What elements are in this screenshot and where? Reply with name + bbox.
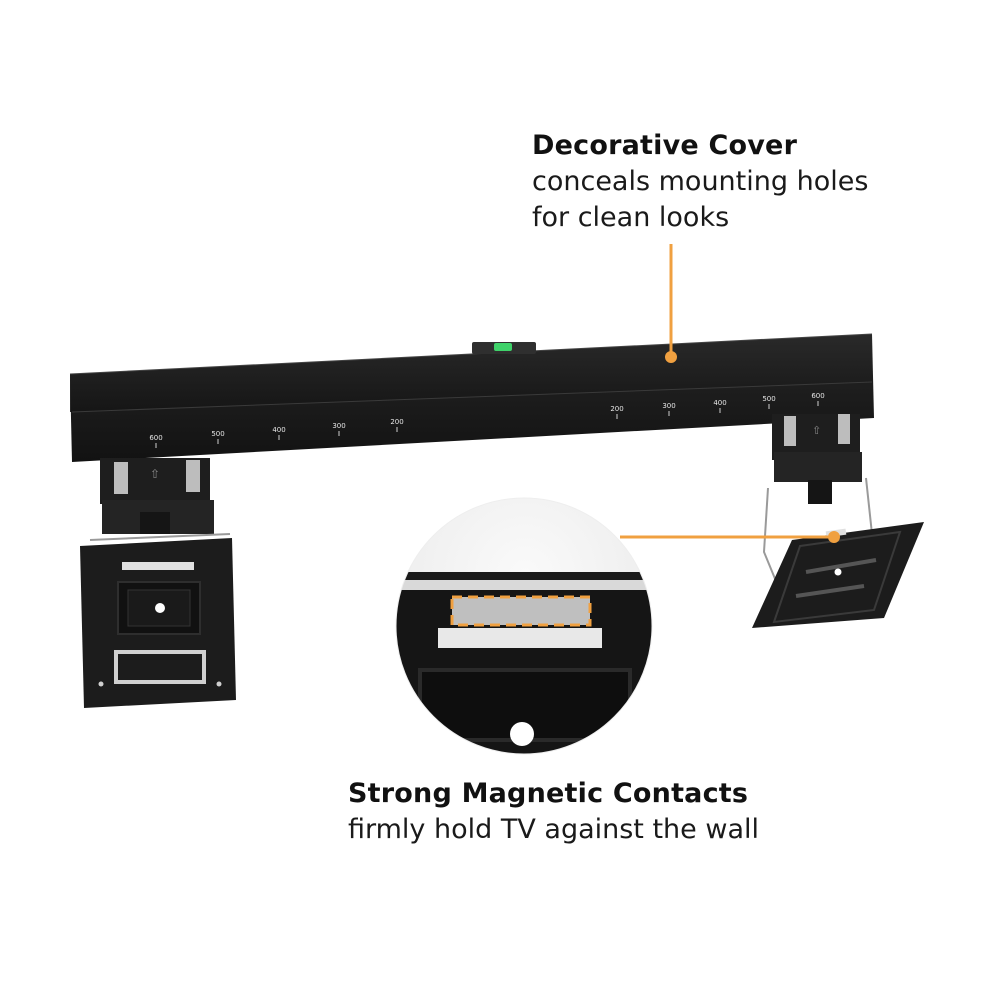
scale-label: 200: [390, 418, 403, 426]
scale-label: 400: [713, 399, 726, 407]
decorative-cover-desc-line1: conceals mounting holes: [532, 166, 869, 197]
scale-label: 400: [272, 426, 285, 434]
scale-label: 300: [662, 402, 675, 410]
svg-text:⇧: ⇧: [150, 467, 160, 481]
scale-right: 200 300 400 500 600: [610, 392, 825, 419]
bubble-level-icon: [472, 342, 536, 354]
magnetic-contacts-callout: Strong Magnetic Contacts firmly hold TV …: [348, 776, 759, 848]
scale-label: 200: [610, 405, 623, 413]
decorative-cover-desc-line2: for clean looks: [532, 202, 730, 233]
scale-left: 600 500 400 300 200: [149, 418, 404, 448]
scale-label: 600: [811, 392, 824, 400]
magnetic-contacts-title: Strong Magnetic Contacts: [348, 778, 749, 809]
scale-label: 600: [149, 434, 162, 442]
scale-label: 500: [211, 430, 224, 438]
magnetic-contacts-desc: firmly hold TV against the wall: [348, 814, 759, 845]
magnetic-contacts-zoom: [395, 497, 653, 755]
left-bracket: ⇧: [80, 458, 236, 708]
scale-label: 500: [762, 395, 775, 403]
decorative-cover-title: Decorative Cover: [532, 130, 798, 161]
right-bracket: ⇧: [752, 414, 924, 628]
svg-text:⇧: ⇧: [812, 424, 821, 437]
callout-connectors: [620, 244, 840, 543]
scale-label: 300: [332, 422, 345, 430]
decorative-cover-callout: Decorative Cover conceals mounting holes…: [532, 128, 868, 236]
wall-rail: [69, 333, 874, 462]
